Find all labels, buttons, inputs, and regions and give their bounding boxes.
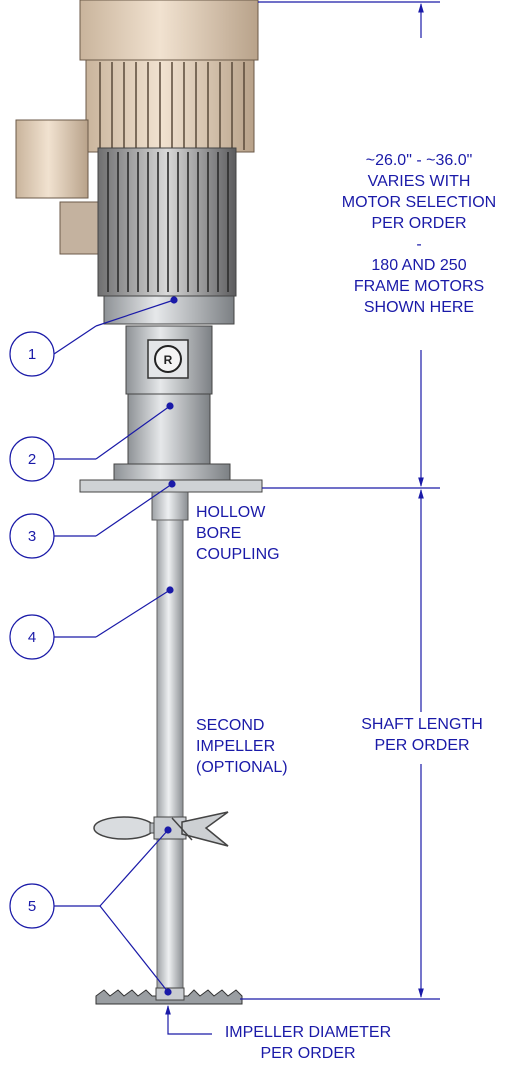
dim-text-line: - (416, 236, 422, 253)
balloon-1-number: 1 (28, 346, 36, 363)
dim-text-line: PER ORDER (260, 1045, 356, 1062)
shaft-length-dimension-text: SHAFT LENGTH PER ORDER (342, 714, 502, 756)
motor-terminal-box-lower (59, 201, 99, 255)
coupling-note: HOLLOW BORE COUPLING (196, 502, 280, 565)
dim-text-line: SHOWN HERE (363, 299, 475, 316)
motor-terminal-box (15, 119, 89, 199)
dim-text-line: ~26.0" - ~36.0" (365, 152, 473, 169)
motor-cooling-fins-gray (107, 152, 229, 292)
motor-body-upper (85, 59, 255, 153)
balloon-4-number: 4 (28, 629, 36, 646)
note-line: IMPELLER (196, 738, 276, 755)
mounting-plate-top (113, 463, 231, 481)
motor-flange (103, 295, 235, 325)
dim-text-line: PER ORDER (374, 737, 470, 754)
dim-text-line: FRAME MOTORS (353, 278, 485, 295)
balloons (9, 296, 178, 996)
note-line: COUPLING (196, 546, 280, 563)
svg-text:R: R (164, 353, 173, 367)
shaft-assembly (151, 491, 189, 999)
dimension-lines (165, 1, 440, 1035)
bottom-impeller (95, 987, 243, 1005)
hollow-bore-coupling (151, 491, 189, 521)
balloon-numbers: 1 2 3 4 5 (28, 346, 36, 915)
note-line: HOLLOW (196, 504, 266, 521)
balloon-2-number: 2 (28, 451, 36, 468)
second-impeller (93, 811, 229, 847)
dim-text-line: IMPELLER DIAMETER (224, 1024, 392, 1041)
motor (15, 0, 259, 325)
dim-text-line: PER ORDER (371, 215, 467, 232)
mixer-shaft (156, 519, 184, 999)
impeller-diameter-leader (165, 1005, 212, 1035)
motor-height-dimension-text: ~26.0" - ~36.0" VARIES WITH MOTOR SELECT… (316, 150, 518, 318)
dim-text-line: VARIES WITH (367, 173, 471, 190)
motor-fan-cover (79, 0, 259, 61)
motor-cooling-fins-upper (99, 62, 245, 150)
balloon-5-number: 5 (28, 898, 36, 915)
note-line: BORE (196, 525, 242, 542)
dim-text-line: 180 AND 250 (371, 257, 467, 274)
second-impeller-note: SECOND IMPELLER (OPTIONAL) (196, 715, 288, 778)
dim-text-line: SHAFT LENGTH (361, 716, 483, 733)
dim-text-line: MOTOR SELECTION (341, 194, 497, 211)
balloon-3-number: 3 (28, 528, 36, 545)
note-line: SECOND (196, 717, 265, 734)
nameplate-logo-icon (154, 345, 182, 373)
impeller-diameter-dimension-text: IMPELLER DIAMETER PER ORDER (198, 1022, 418, 1064)
note-line: (OPTIONAL) (196, 759, 288, 776)
